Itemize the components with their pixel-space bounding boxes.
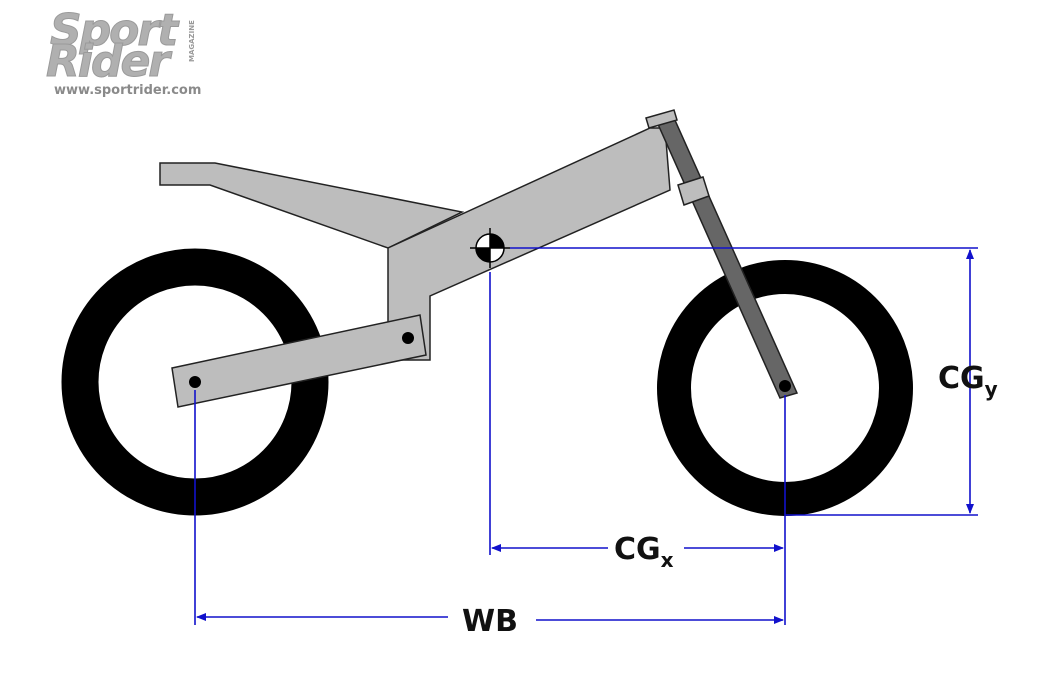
rear-axle (189, 376, 201, 388)
triple-clamp-lower (677, 176, 710, 206)
swingarm-arm (171, 314, 427, 408)
front-fork (645, 109, 799, 399)
front-axle (779, 380, 791, 392)
wb-label: WB (462, 604, 518, 639)
svg-text:CGy: CGy (938, 361, 998, 401)
cgy-label: CGy (938, 361, 998, 401)
swingarm-pivot (402, 332, 414, 344)
main-frame (387, 127, 671, 361)
sport-rider-logo: Sport Rider MAGAZINE www.sportrider.com (46, 5, 202, 99)
logo-magazine-text: MAGAZINE (188, 20, 196, 62)
cgx-label-main: CG (614, 532, 661, 567)
logo-rider-text: Rider (46, 36, 172, 87)
cgx-label: CGx (614, 532, 674, 572)
center-of-gravity-symbol (470, 228, 510, 268)
svg-text:CGx: CGx (614, 532, 674, 572)
swingarm (171, 314, 427, 408)
logo-sport-text: Sport (50, 5, 180, 56)
cgy-label-main: CG (938, 361, 985, 396)
triple-clamp-top (645, 109, 678, 129)
cgy-label-subscript: y (985, 377, 998, 401)
logo-url-text: www.sportrider.com (54, 83, 201, 98)
dimension-lines (194, 247, 978, 625)
cgx-label-subscript: x (661, 548, 674, 572)
